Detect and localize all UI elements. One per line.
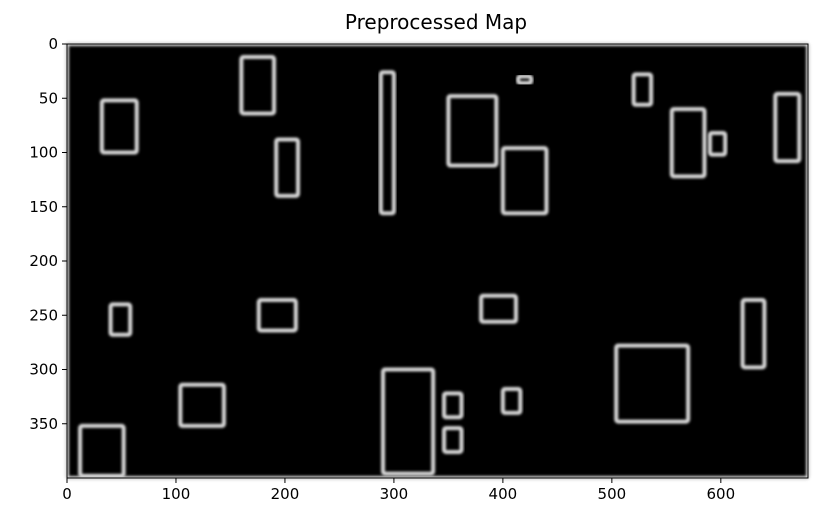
map-obstacle-rect — [378, 70, 396, 216]
x-tick-label: 0 — [62, 485, 72, 503]
map-obstacle-rect — [479, 293, 518, 324]
map-obstacle-rect — [516, 74, 534, 86]
y-tick-label: 200 — [29, 252, 58, 270]
map-obstacle-rect — [78, 423, 126, 478]
x-tick-label: 400 — [489, 485, 518, 503]
map-obstacle-rect — [446, 94, 499, 168]
plot-area — [65, 42, 810, 480]
map-obstacle-rect — [614, 343, 691, 424]
map-obstacle-rect — [442, 426, 464, 454]
chart-title: Preprocessed Map — [345, 10, 527, 34]
map-obstacle-rect — [381, 367, 436, 476]
map-obstacle-rect — [256, 298, 298, 333]
y-tick-label: 100 — [29, 144, 58, 162]
x-tick-label: 600 — [707, 485, 736, 503]
map-obstacle-rect — [500, 387, 523, 415]
map-obstacle-rect — [108, 302, 133, 337]
y-tick-label: 350 — [29, 415, 58, 433]
y-axis: 0 50 100 150 200 250 300 350 — [29, 35, 67, 433]
map-obstacle-rect — [631, 72, 654, 107]
y-tick-label: 50 — [39, 89, 58, 107]
map-obstacle-rect — [239, 55, 277, 116]
x-tick-label: 300 — [380, 485, 409, 503]
map-obstacle-rect — [707, 130, 728, 157]
map-obstacle-rect — [274, 137, 301, 198]
map-obstacle-rect — [500, 146, 549, 216]
x-axis: 0 100 200 300 400 500 600 — [62, 478, 735, 503]
x-tick-label: 200 — [271, 485, 300, 503]
map-background — [67, 44, 808, 478]
y-tick-label: 300 — [29, 361, 58, 379]
map-obstacle-rect — [773, 91, 802, 164]
x-tick-label: 500 — [598, 485, 627, 503]
map-obstacle-rect — [442, 391, 464, 420]
map-obstacle-rect — [669, 107, 707, 179]
y-tick-label: 0 — [48, 35, 58, 53]
y-tick-label: 250 — [29, 306, 58, 324]
x-tick-label: 100 — [162, 485, 191, 503]
map-obstacle-rect — [99, 98, 139, 155]
y-tick-label: 150 — [29, 198, 58, 216]
map-obstacle-rect — [740, 298, 767, 370]
map-obstacle-rect — [178, 382, 226, 428]
